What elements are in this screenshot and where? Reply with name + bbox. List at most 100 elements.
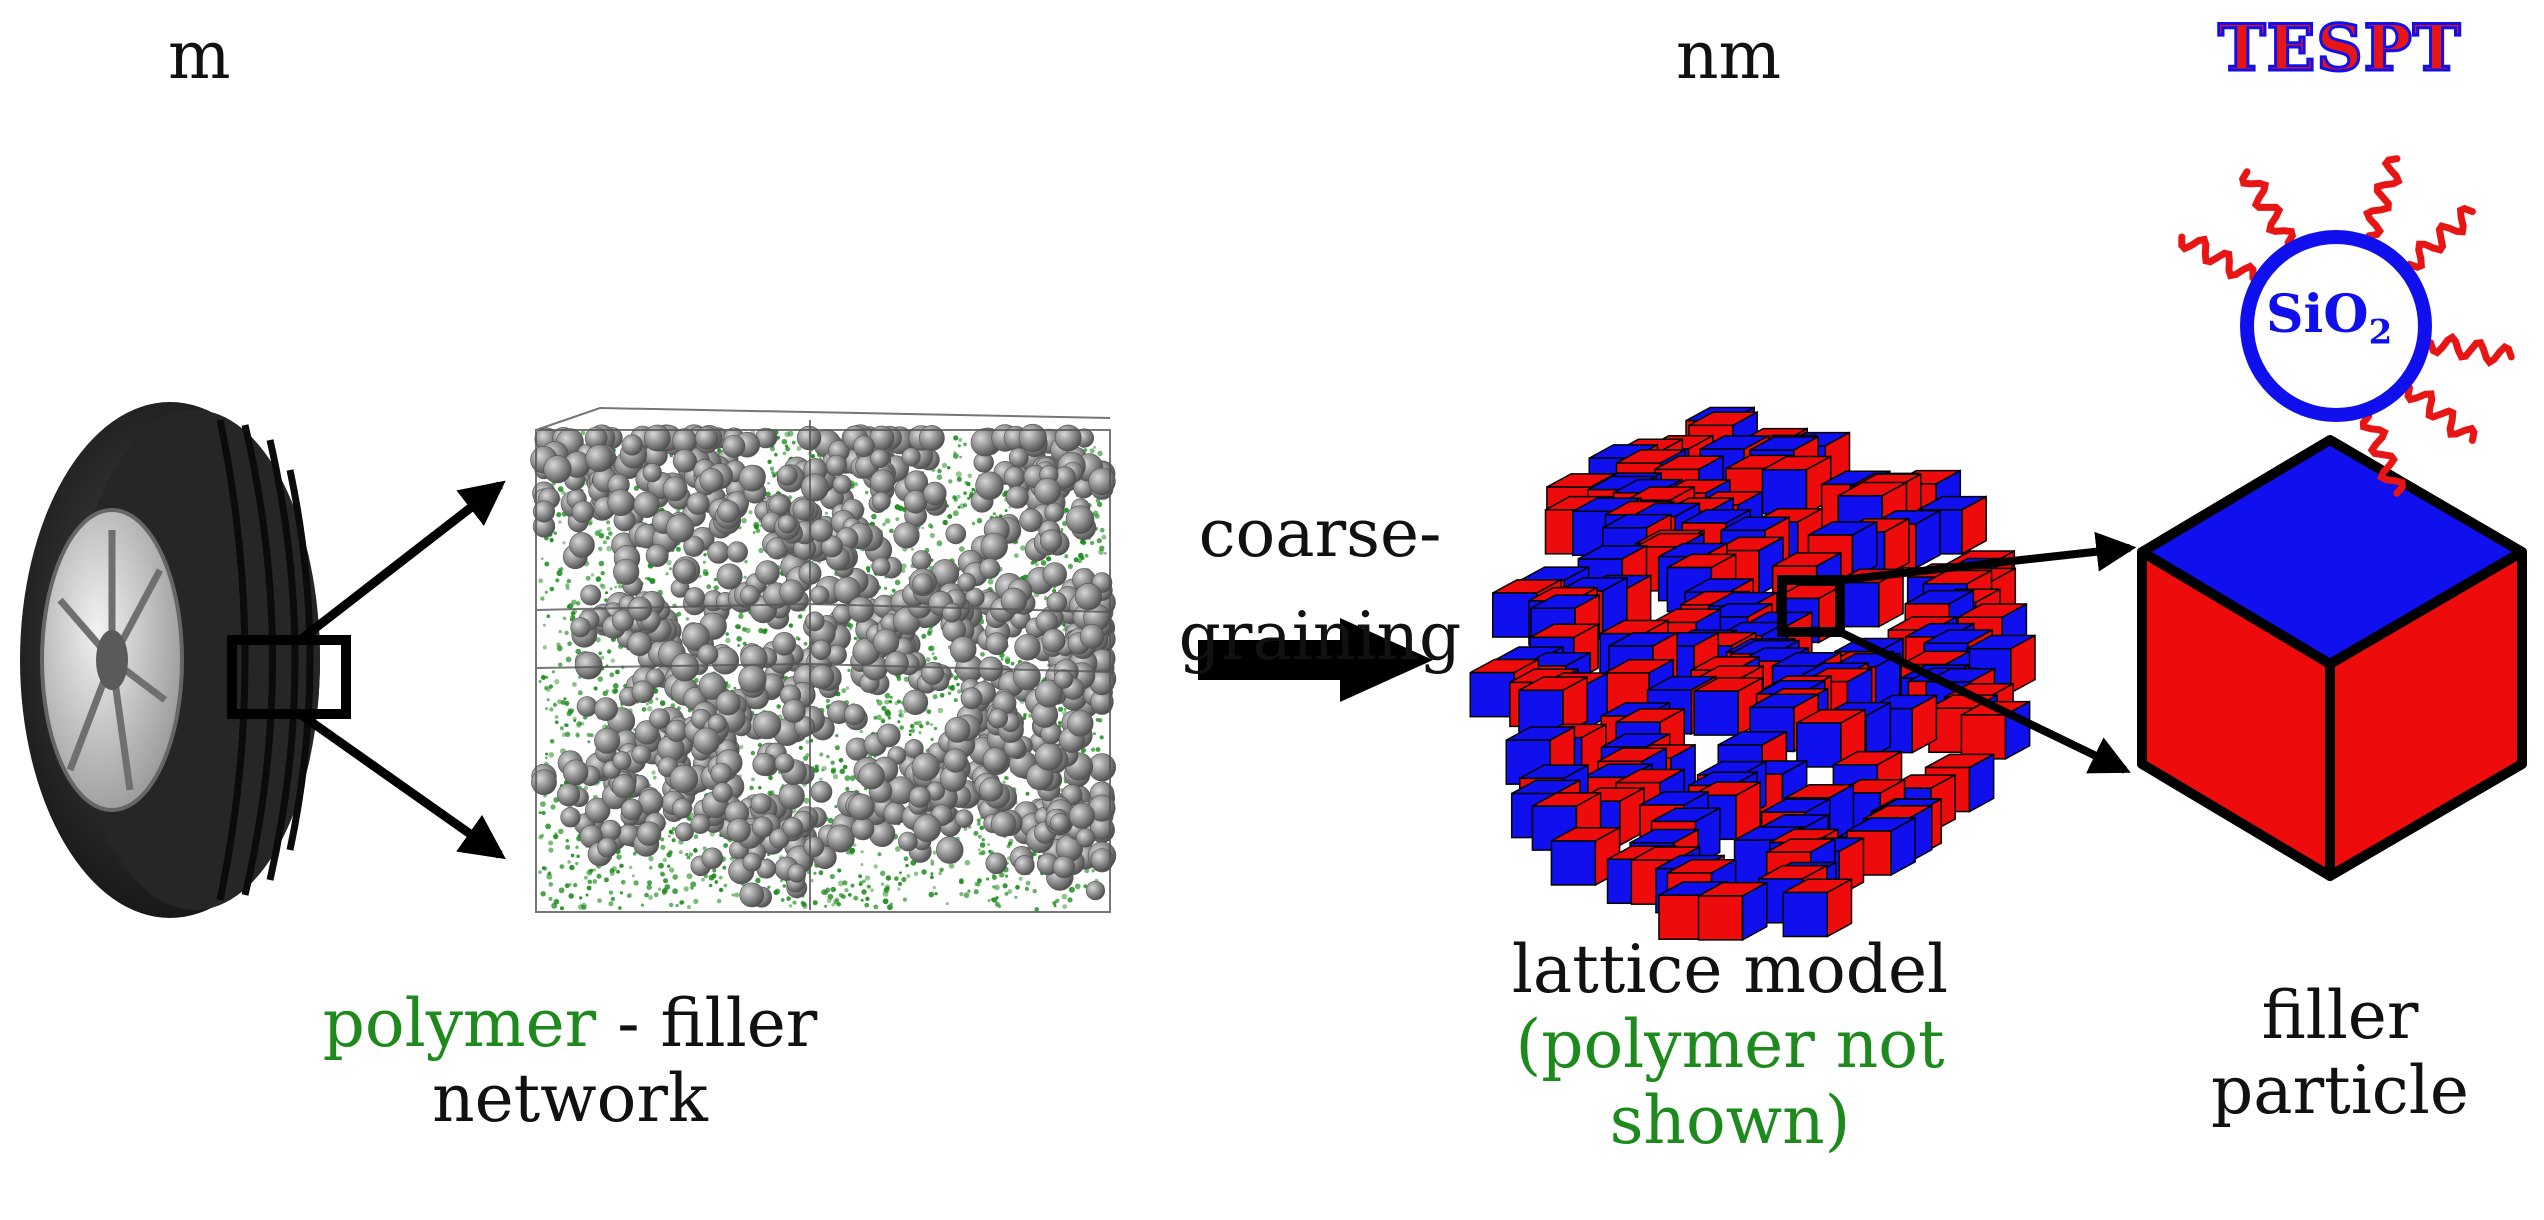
filler-sphere [1041, 628, 1066, 653]
polymer-dot [1053, 904, 1057, 908]
scale-label-meter: m [168, 17, 231, 94]
polymer-dot [929, 532, 936, 539]
polymer-dot [1091, 747, 1096, 752]
polymer-dot [876, 699, 879, 703]
polymer-dot [598, 560, 605, 567]
polymer-dot [908, 729, 912, 733]
filler-sphere [942, 602, 962, 623]
polymer-dot [615, 669, 620, 675]
polymer-dot [662, 857, 667, 863]
polymer-dot [882, 898, 889, 905]
polymer-dot [611, 866, 617, 872]
polymer-dot [572, 608, 578, 615]
polymer-dot [1015, 884, 1020, 890]
polymer-dot [908, 733, 912, 737]
polymer-dot [561, 732, 567, 737]
polymer-dot [861, 889, 867, 895]
polymer-dot [567, 641, 572, 646]
lattice-caption: lattice model (polymer not shown) [1460, 936, 2000, 1154]
polymer-dot [583, 875, 588, 880]
filler-sphere [954, 809, 974, 829]
polymer-dot [608, 531, 613, 536]
tespt-chains [2178, 155, 2515, 497]
polymer-dot [813, 767, 819, 773]
polymer-dot [926, 709, 932, 714]
polymer-dot [921, 869, 927, 875]
polymer-dot [971, 521, 976, 526]
polymer-dot [901, 568, 906, 574]
filler-sphere [1088, 467, 1116, 496]
filler-sphere [670, 652, 700, 682]
polymer-dot [767, 885, 771, 889]
filler-sphere [715, 690, 741, 716]
polymer-dot [1064, 507, 1069, 513]
polymer-dot [818, 870, 824, 876]
polymer-dot [952, 510, 959, 517]
filler-sphere [698, 672, 727, 700]
polymer-dot [1052, 588, 1057, 593]
polymer-dot [565, 723, 569, 728]
filler-sphere [853, 435, 875, 458]
polymer-dot [573, 883, 578, 888]
polymer-dot [607, 649, 612, 654]
filler-sphere [1005, 485, 1029, 509]
lattice-model-image [1469, 406, 2036, 942]
polymer-dot [551, 670, 556, 674]
polymer-dot [743, 575, 747, 579]
filler-sphere [980, 532, 1008, 561]
polymer-dot [852, 843, 857, 847]
polymer-dot [687, 905, 691, 910]
polymer-dot [921, 633, 927, 639]
polymer-dot [587, 740, 591, 744]
polymer-dot [544, 590, 548, 594]
polymer-dot [592, 868, 596, 872]
filler-sphere [673, 559, 697, 583]
polymer-dot [853, 895, 859, 901]
filler-sphere [695, 426, 719, 450]
polymer-dot [887, 716, 891, 720]
polymer-dot [718, 887, 724, 893]
polymer-dot [887, 904, 893, 911]
polymer-dot [1061, 893, 1068, 900]
polymer-dot [586, 885, 592, 891]
polymer-dot [1008, 838, 1014, 844]
polymer-dot [641, 707, 647, 712]
network-caption-polymer: polymer [322, 985, 597, 1062]
polymer-dot [763, 628, 768, 632]
polymer-dot [844, 775, 851, 781]
polymer-dot [1046, 556, 1052, 562]
polymer-dot [897, 699, 901, 704]
polymer-dot [829, 873, 836, 880]
filler-sphere [1090, 848, 1114, 872]
polymer-dot [1099, 735, 1104, 740]
polymer-dot [575, 861, 579, 866]
polymer-dot [881, 705, 887, 711]
polymer-dot [627, 894, 631, 898]
filler-sphere [739, 882, 765, 908]
filler-sphere [913, 814, 942, 843]
polymer-dot [723, 883, 728, 888]
polymer-dot [545, 675, 549, 679]
polymer-dot [967, 473, 973, 479]
filler-sphere [1042, 562, 1068, 587]
polymer-dot [548, 840, 554, 846]
filler-sphere [1074, 582, 1103, 611]
polymer-dot [665, 572, 669, 576]
polymer-dot [663, 878, 669, 884]
polymer-dot [963, 827, 968, 831]
sio2-label: SiO2 [2266, 288, 2392, 350]
polymer-dot [567, 860, 571, 864]
polymer-dot [821, 768, 824, 772]
polymer-dot [971, 487, 975, 492]
polymer-dot [570, 853, 575, 858]
polymer-dot [600, 655, 605, 660]
polymer-dot [805, 753, 810, 758]
polymer-dot [865, 566, 871, 571]
filler-sphere [692, 727, 720, 755]
polymer-dot [1034, 907, 1039, 912]
polymer-dot [597, 898, 602, 903]
filler-sphere [979, 557, 1001, 579]
polymer-dot [675, 903, 679, 908]
filler-sphere [716, 563, 743, 590]
filler-sphere [923, 481, 947, 506]
